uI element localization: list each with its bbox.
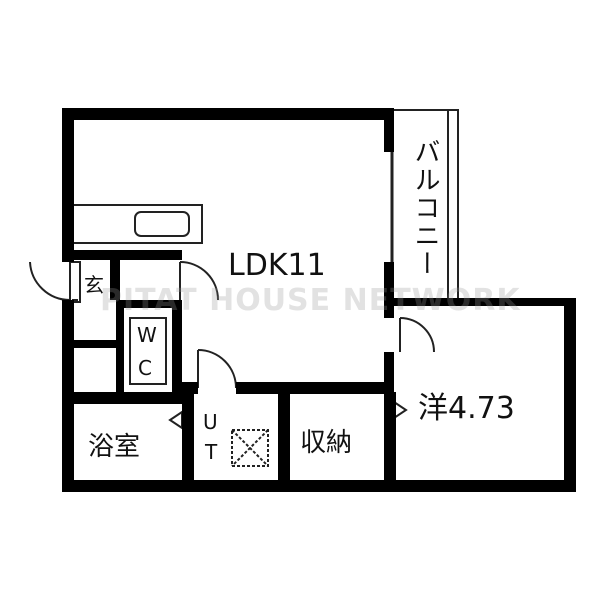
wall-mid-horizontal-right [236,382,394,394]
wall-bottom [62,480,576,492]
wall-mid-horizontal [62,392,186,404]
western-door-swing [399,317,435,353]
watermark: PITAT HOUSE NETWORK [100,283,521,318]
wall-ldk-right-lower [384,262,394,318]
ldk-entrance-door-swing [179,261,219,301]
room-label-storage: 収納 [300,428,353,458]
room-label-bath: 浴室 [88,432,141,462]
room-label-western: 洋4.73 [418,391,515,426]
wall-bath-ut [182,392,194,492]
shoe-storage [69,261,81,303]
wall-wc-right [172,300,182,392]
wc-toilet [129,317,167,385]
bath-door-marker [168,410,183,430]
thin-lines [29,109,552,467]
wc-door-swing [197,349,237,389]
wall-closet-mid [62,340,120,348]
wall-ldk-right-bottom [384,352,394,392]
kitchen-counter [71,204,203,244]
room-label-ut-top: U [203,410,218,434]
kitchen-sink [134,211,190,237]
wall-left-upper [62,108,74,262]
entrance-door-swing [29,261,71,302]
wall-wc-top [116,300,182,308]
wall-top-right [386,298,576,306]
room-label-wc-bottom: C [138,356,152,380]
wall-right [564,298,576,492]
washer-pan [231,429,269,467]
wall-entrance-top [62,250,182,260]
wall-storage-right [384,392,396,492]
washer-pan-diag-b [231,429,269,467]
room-label-wc-top: W [137,323,157,347]
wall-wc-door-frame [182,382,198,394]
wall-ldk-right-upper [384,108,394,152]
room-label-balcony: バルコニー [410,138,440,278]
room-label-entrance: 玄 [84,273,104,297]
walls [62,108,576,492]
wall-ut-right [278,382,290,492]
room-label-ldk: LDK11 [228,248,326,283]
wall-top [62,108,392,120]
room-label-ut-bottom: T [205,440,218,464]
wall-entrance-wc [110,250,120,300]
